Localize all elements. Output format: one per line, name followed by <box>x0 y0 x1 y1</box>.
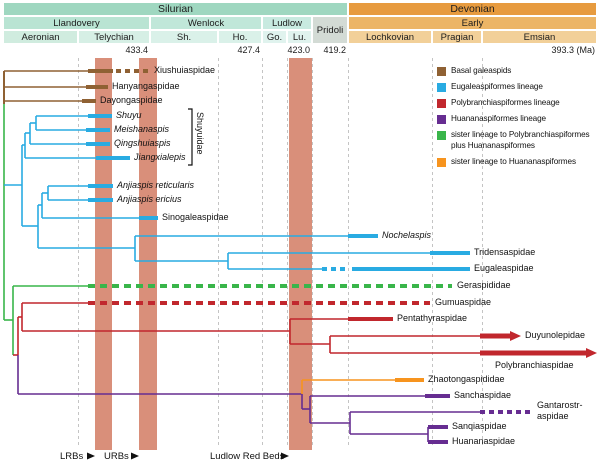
legend-label-sister-lineage-to-huananaspiformes: sister lineage to Huananaspiformes <box>451 157 576 166</box>
taxon-label-polybranchiaspidae: Polybranchiaspidae <box>495 360 574 370</box>
legend-label-polybranchiaspiformes-lineage: Polybranchiaspiformes lineage <box>451 98 560 107</box>
epoch-cell-wenlock: Wenlock <box>150 16 262 30</box>
taxon-label-gumuaspidae: Gumuaspidae <box>435 297 492 307</box>
taxon-label-tridensaspidae: Tridensaspidae <box>474 247 536 257</box>
epoch-cell-llandovery: Llandovery <box>3 16 150 30</box>
taxon-label-duyunolepidae: Duyunolepidae <box>525 330 586 340</box>
period-cell-devonian: Devonian <box>348 2 597 16</box>
annotation-urbs: URBs <box>104 451 129 462</box>
taxon-label-hanyangaspidae: Hanyangaspidae <box>112 81 180 91</box>
age-label-393-3-ma: 393.3 (Ma) <box>551 45 595 55</box>
age-label-419-2: 419.2 <box>323 45 346 55</box>
legend-swatch-green <box>437 131 446 140</box>
band-upper-red-beds <box>139 58 157 450</box>
taxon-label-qingshuiaspis: Qingshuiaspis <box>114 138 171 148</box>
range-arrowhead <box>586 348 597 358</box>
taxon-label-nochelaspis: Nochelaspis <box>382 230 432 240</box>
stage-cell-lu: Lu. <box>287 30 312 44</box>
legend-swatch-red <box>437 99 446 108</box>
taxon-label-aspidae: aspidae <box>537 411 569 421</box>
annotation-ludlow-red-beds: Ludlow Red Beds <box>210 451 285 462</box>
legend-swatch-orange <box>437 158 446 167</box>
taxon-label-gantarostr: Gantarostr- <box>537 400 583 410</box>
legend-swatch-brown <box>437 67 446 76</box>
stage-cell-sh: Sh. <box>150 30 218 44</box>
legend-swatch-purple <box>437 115 446 124</box>
age-label-427-4: 427.4 <box>237 45 260 55</box>
stage-cell-lochkovian: Lochkovian <box>348 30 432 44</box>
taxon-label-jiangxialepis: Jiangxialepis <box>134 152 186 162</box>
annotation-lrbs: LRBs <box>60 451 84 462</box>
epoch-cell-early: Early <box>348 16 597 30</box>
taxon-label-eugaleaspidae: Eugaleaspidae <box>474 263 534 273</box>
legend-swatch-blue <box>437 83 446 92</box>
taxon-label-meishanaspis: Meishanaspis <box>114 124 170 134</box>
taxon-label-sinogaleaspidae: Sinogaleaspidae <box>162 212 229 222</box>
annotation-arrow-lrbs <box>87 452 95 460</box>
legend-label-sister-lineage-to-polybranchiaspiformes: sister lineage to Polybranchiaspiformes <box>451 130 590 139</box>
annotation-arrow-urbs <box>131 452 139 460</box>
stage-cell-pragian: Pragian <box>432 30 482 44</box>
epoch-cell-pridoli: Pridoli <box>312 16 348 44</box>
taxon-label-dayongaspidae: Dayongaspidae <box>100 95 163 105</box>
taxon-label-sanqiaspidae: Sanqiaspidae <box>452 421 507 431</box>
legend-label-eugaleaspiformes-lineage: Eugaleaspiformes lineage <box>451 82 543 91</box>
period-cell-silurian: Silurian <box>3 2 348 16</box>
taxon-label-geraspididae: Geraspididae <box>457 280 511 290</box>
epoch-cell-ludlow: Ludlow <box>262 16 312 30</box>
taxon-label-xiushuiaspidae: Xiushuiaspidae <box>154 65 216 75</box>
taxon-label-huananaspidae: Huananaspidae <box>452 436 516 446</box>
shuyuidae-bracket <box>188 108 193 166</box>
taxon-label-shuyu: Shuyu <box>116 110 142 120</box>
taxon-label-zhaotongaspididae: Zhaotongaspididae <box>428 374 505 384</box>
range-arrowhead <box>510 331 521 341</box>
stage-cell-emsian: Emsian <box>482 30 597 44</box>
taxon-label-pentathyraspidae: Pentathyraspidae <box>397 313 468 323</box>
stage-cell-go: Go. <box>262 30 287 44</box>
stage-cell-telychian: Telychian <box>78 30 150 44</box>
stage-cell-ho: Ho. <box>218 30 262 44</box>
legend-label-basal-galeaspids: Basal galeaspids <box>451 66 512 75</box>
shuyuidae-bracket-label: Shuyuidae <box>195 112 205 155</box>
taxon-label-sanchaspidae: Sanchaspidae <box>454 390 512 400</box>
band-ludlow-red-beds <box>289 58 312 450</box>
age-label-433-4: 433.4 <box>125 45 148 55</box>
stage-cell-aeronian: Aeronian <box>3 30 78 44</box>
annotation-arrow-ludlow-red-beds <box>281 452 289 460</box>
taxon-label-anjiaspis-reticularis: Anjiaspis reticularis <box>117 180 195 190</box>
age-label-423-0: 423.0 <box>287 45 310 55</box>
legend-label-huananaspiformes-lineage: Huananaspiformes lineage <box>451 114 547 123</box>
legend-label-plus-huananaspiformes: plus Huananaspiformes <box>451 141 535 150</box>
taxon-label-anjiaspis-ericius: Anjiaspis ericius <box>117 194 182 204</box>
